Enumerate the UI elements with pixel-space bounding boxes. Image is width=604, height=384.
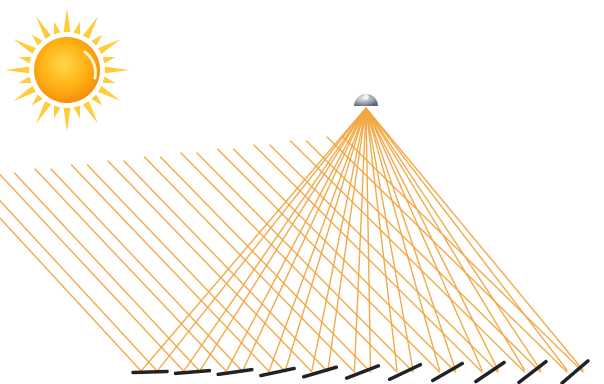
sun-spike xyxy=(5,67,29,74)
mirror-icon xyxy=(390,365,421,380)
incoming-ray xyxy=(181,153,397,372)
sun-spike xyxy=(19,57,32,64)
reflected-ray xyxy=(366,108,440,370)
mirror-icon xyxy=(176,371,210,374)
mirror-icon xyxy=(133,371,167,372)
sun-spike xyxy=(91,94,102,105)
sun-spike xyxy=(73,106,80,119)
reflected-ray xyxy=(366,108,456,370)
sun-spike xyxy=(83,101,98,124)
incoming-rays xyxy=(0,137,583,372)
reflected-ray xyxy=(366,108,567,370)
sun-spike xyxy=(91,35,102,46)
sun-spike xyxy=(105,67,129,74)
reflected-rays xyxy=(142,108,583,370)
sun-spike xyxy=(103,76,116,83)
mirror-icon xyxy=(261,368,294,375)
sun-spike xyxy=(13,86,36,101)
sun-spike xyxy=(64,8,71,32)
reflected-ray xyxy=(366,108,498,370)
reflected-ray xyxy=(142,108,366,370)
sun-spike xyxy=(98,86,121,101)
sun-spike xyxy=(98,39,121,54)
mirror-row xyxy=(133,361,588,383)
sun-spike xyxy=(32,94,43,105)
reflected-ray xyxy=(366,108,482,370)
sun-spike xyxy=(36,101,51,124)
reflected-ray xyxy=(366,108,371,370)
mirror-icon xyxy=(433,364,462,381)
incoming-ray xyxy=(218,149,440,372)
sun-spike xyxy=(83,16,98,39)
sun-spike xyxy=(64,108,71,132)
mirror-icon xyxy=(347,366,379,378)
sun-spike xyxy=(54,106,61,119)
sun-spike xyxy=(73,22,80,35)
receiver-icon xyxy=(354,94,378,106)
sun-spike xyxy=(19,76,32,83)
sun-spike xyxy=(32,35,43,46)
sun-spike xyxy=(54,22,61,35)
sun-icon xyxy=(5,8,129,132)
incoming-ray xyxy=(88,165,286,372)
sun-spike xyxy=(13,39,36,54)
sun-spike xyxy=(103,57,116,64)
mirror-icon xyxy=(218,370,252,375)
sun-spike xyxy=(36,16,51,39)
incoming-ray xyxy=(0,173,185,372)
